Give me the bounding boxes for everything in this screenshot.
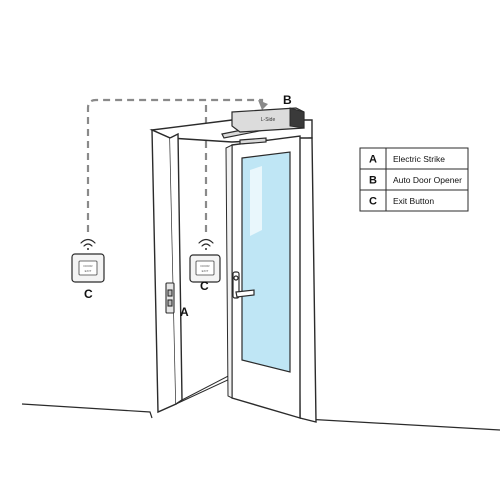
legend-text-c: Exit Button [393,196,434,206]
electric-strike [165,282,175,314]
door-frame [149,119,317,423]
button-right-text-2: EXIT [202,269,209,273]
frame-inner-line [181,371,237,401]
button-right-text-1: DOOR [201,264,211,268]
legend-letter-b: B [369,175,377,187]
cable-arrowhead [258,100,268,110]
button-left-text-1: DOOR [84,264,94,268]
floor-inner-line [175,377,233,405]
callout-b: B [283,93,292,107]
wireless-icon-right [198,238,214,250]
callout-c-left: C [84,287,93,301]
opener-brand-text: L-Side [261,117,276,123]
callout-a: A [180,305,189,319]
exit-button-left: DOOR EXIT [71,253,105,283]
exit-button-right: DOOR EXIT [189,254,221,283]
legend-text-a: Electric Strike [393,154,445,164]
door-handle [232,271,255,299]
button-left-text-2: EXIT [85,269,92,273]
legend-text-b: Auto Door Opener [393,175,462,185]
wireless-icon-left [80,238,96,250]
wiring-cable [86,98,264,232]
door-glass [241,151,291,373]
legend-letter-a: A [369,154,377,166]
auto-door-opener: L-Side [231,107,305,133]
callout-c-right: C [200,279,209,293]
floor-line [21,403,500,431]
legend-letter-c: C [369,196,377,208]
legend-table: A Electric Strike B Auto Door Opener C E… [359,147,469,212]
